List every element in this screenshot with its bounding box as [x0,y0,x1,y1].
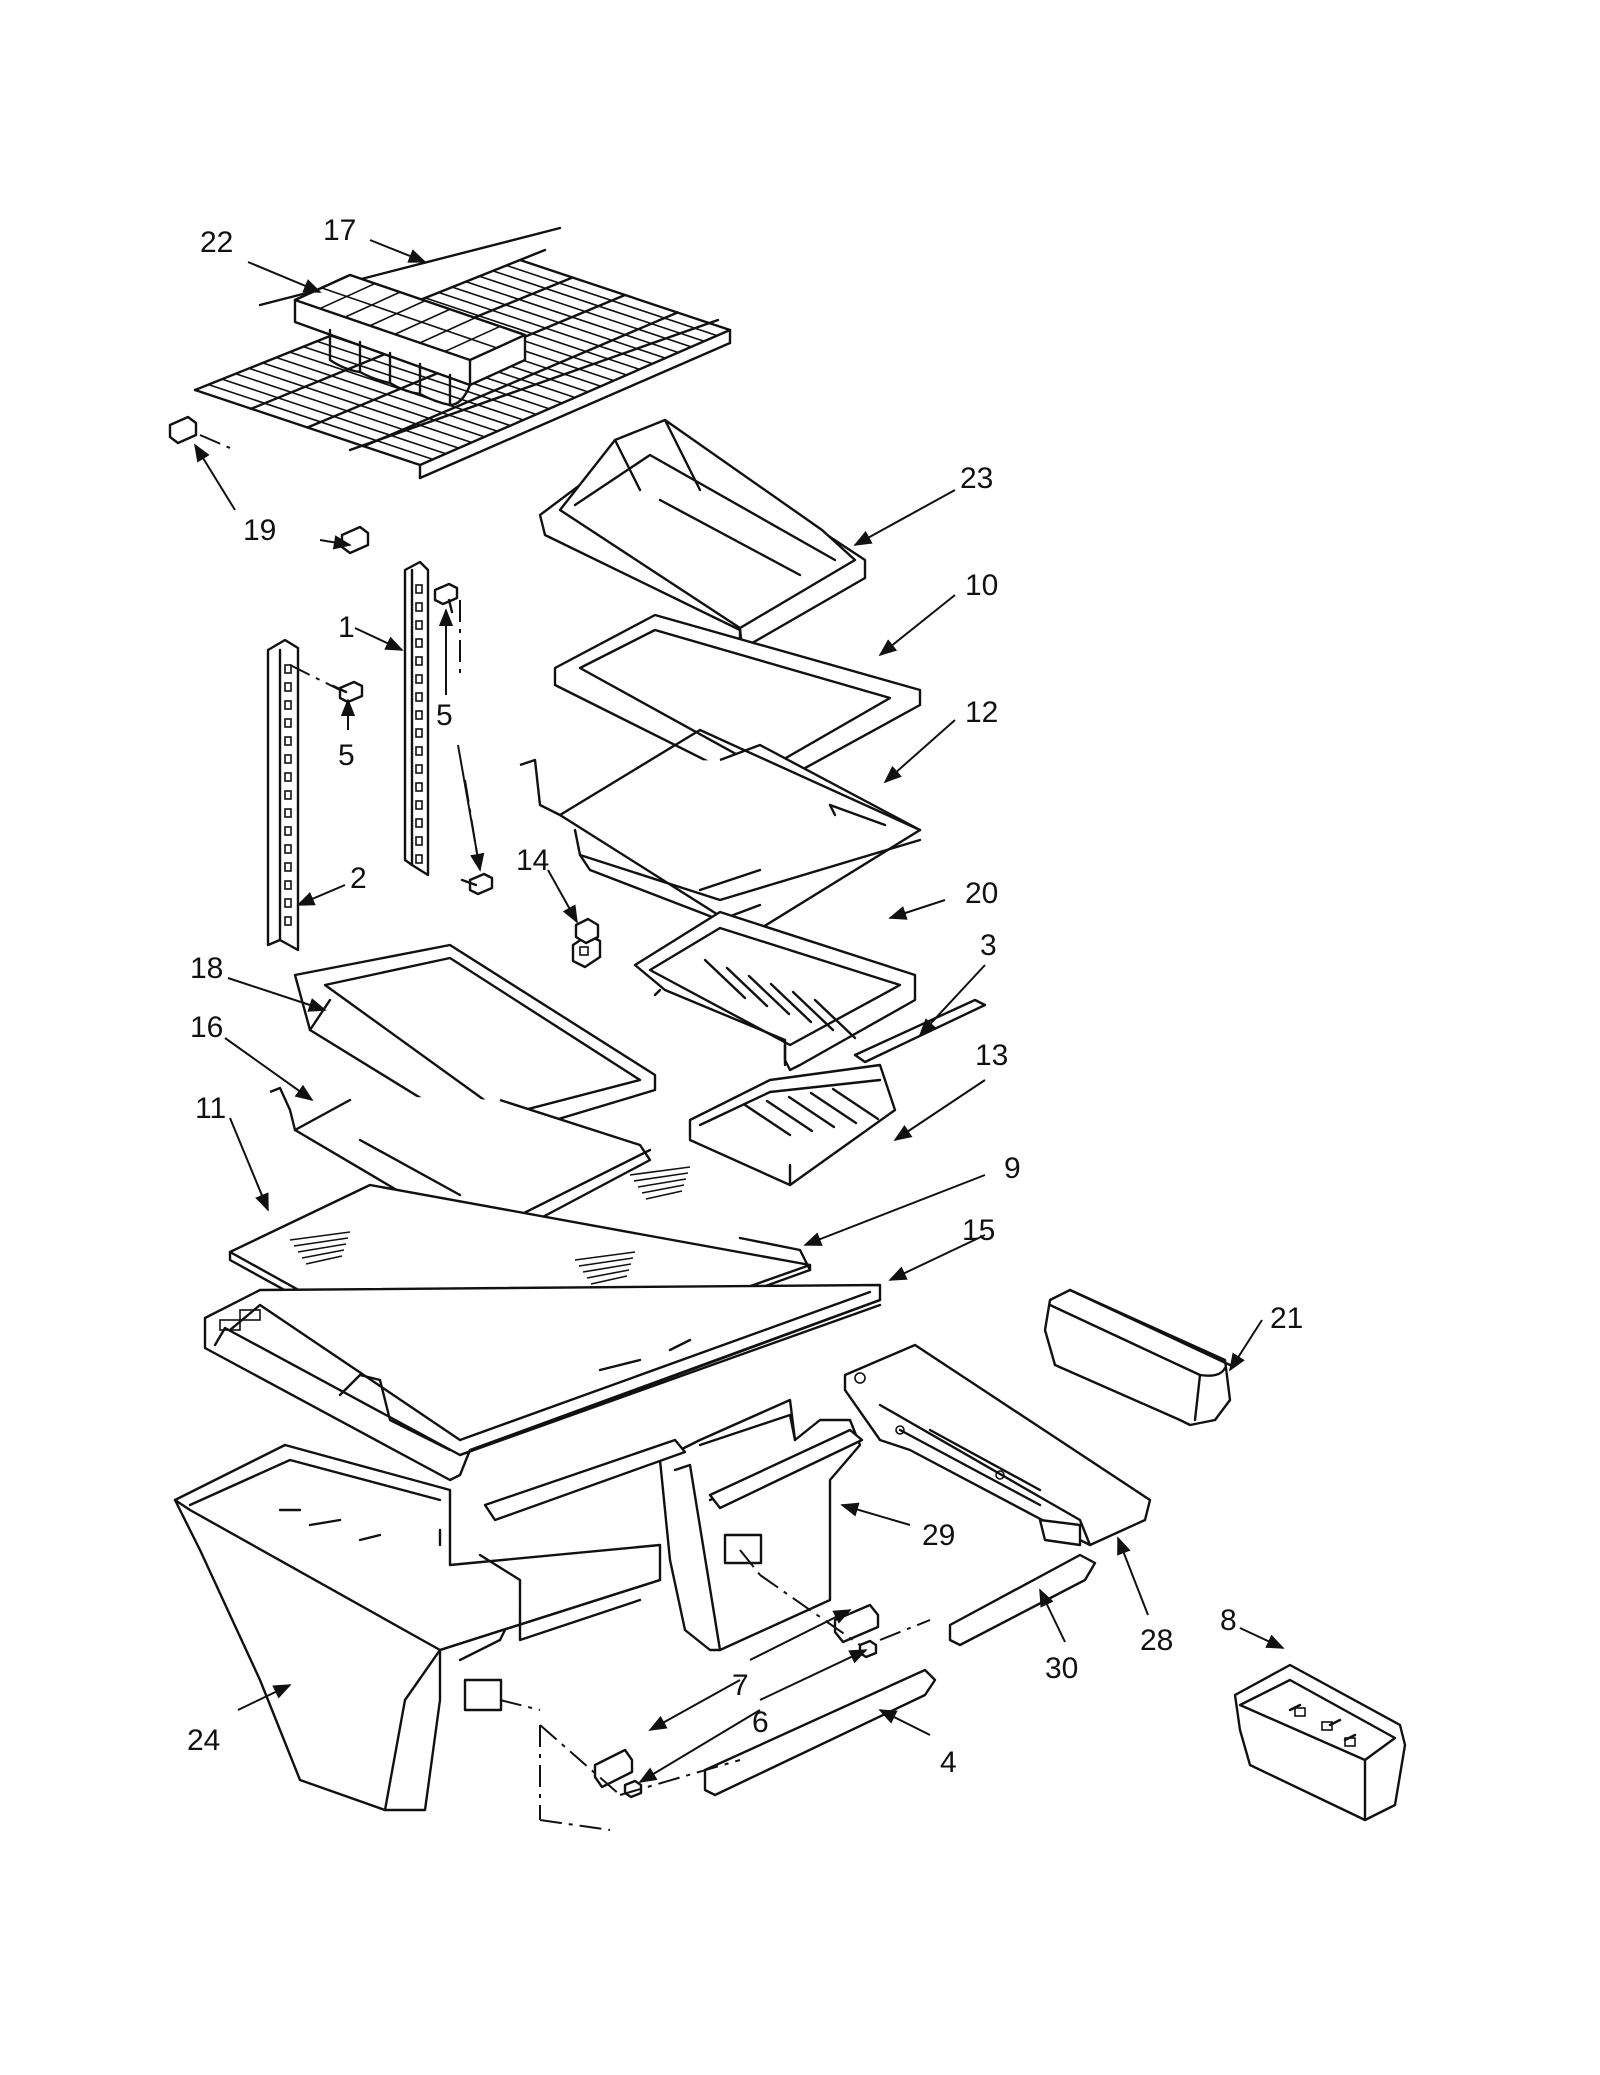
callout-22: 22 [200,226,233,259]
callout-5b: 5 [338,739,355,772]
dairy-door-21 [1043,1288,1232,1427]
ice-tray-22 [293,273,527,407]
callout-11: 11 [195,1092,226,1125]
callout-5a: 5 [436,699,453,732]
callout-17: 17 [323,214,356,247]
callout-8: 8 [1220,1604,1237,1637]
callout-15: 15 [962,1214,995,1247]
callout-24: 24 [187,1724,220,1757]
strip-4 [703,1668,937,1797]
insert-13 [688,1063,897,1187]
callout-6: 6 [752,1706,769,1739]
callout-12: 12 [965,696,998,729]
callout-3: 3 [980,929,997,962]
callout-7: 7 [732,1669,749,1702]
callout-4: 4 [940,1746,957,1779]
callout-10: 10 [965,569,998,602]
clip-14 [571,917,602,969]
handle-29 [708,1428,864,1510]
strip-30 [948,1553,1097,1647]
crisper-cover-15 [203,1283,882,1482]
center-lines [199,434,931,1831]
callout-9: 9 [1004,1152,1021,1185]
callout-20: 20 [965,877,998,910]
cover-frame-12 [519,728,922,937]
rail-1 [403,560,430,877]
callout-29: 29 [922,1519,955,1552]
leader-lines [194,239,1285,1783]
front-strip [483,1438,687,1522]
callout-23: 23 [960,462,993,495]
callout-2: 2 [350,862,367,895]
screw-5 [331,582,494,896]
drawer-20 [633,910,917,1072]
callout-28: 28 [1140,1624,1173,1657]
door-bin-8 [1233,1663,1407,1822]
crisper-drawer-24 [173,1443,662,1812]
callout-19: 19 [243,514,276,547]
callout-16: 16 [190,1011,223,1044]
freezer-bin-23 [538,418,867,652]
callout-13: 13 [975,1039,1008,1072]
callout-18: 18 [190,952,223,985]
callout-14: 14 [516,844,549,877]
callout-1: 1 [338,611,355,644]
rail-2 [266,638,300,952]
slide-7 [593,1603,880,1789]
crisper-drawer-29 [658,1398,862,1652]
callout-21: 21 [1270,1302,1303,1335]
callout-labels: 22 17 19 23 1 10 5 5 12 14 2 20 18 3 16 … [187,214,1303,1779]
callout-30: 30 [1045,1652,1078,1685]
slide-track-28 [843,1343,1152,1547]
